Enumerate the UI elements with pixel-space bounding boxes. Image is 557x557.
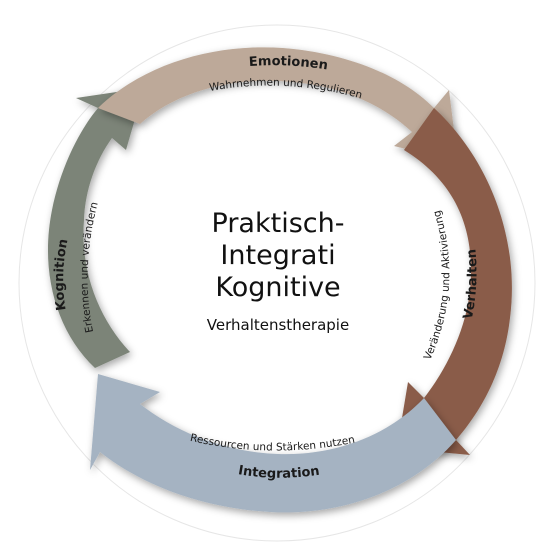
center-title-line2: Integrati	[220, 240, 335, 271]
emotionen-title: Emotionen	[248, 54, 328, 73]
verhalten-subtitle: Veränderung und Aktivierung	[422, 209, 453, 362]
ring-outer-guide	[18, 24, 536, 542]
kognition-title: Kognition	[52, 238, 71, 312]
verhalten-title: Verhalten	[461, 248, 481, 320]
segment-emotionen	[98, 47, 458, 162]
integration-title: Integration	[237, 463, 320, 482]
center-title-line3: Kognitive	[215, 272, 340, 303]
center-title-line1: Praktisch-	[212, 208, 345, 239]
segment-integration	[90, 374, 456, 513]
segment-verhalten	[397, 108, 512, 455]
segment-kognition	[47, 88, 144, 368]
center-subtitle: Verhaltenstherapie	[207, 316, 349, 334]
